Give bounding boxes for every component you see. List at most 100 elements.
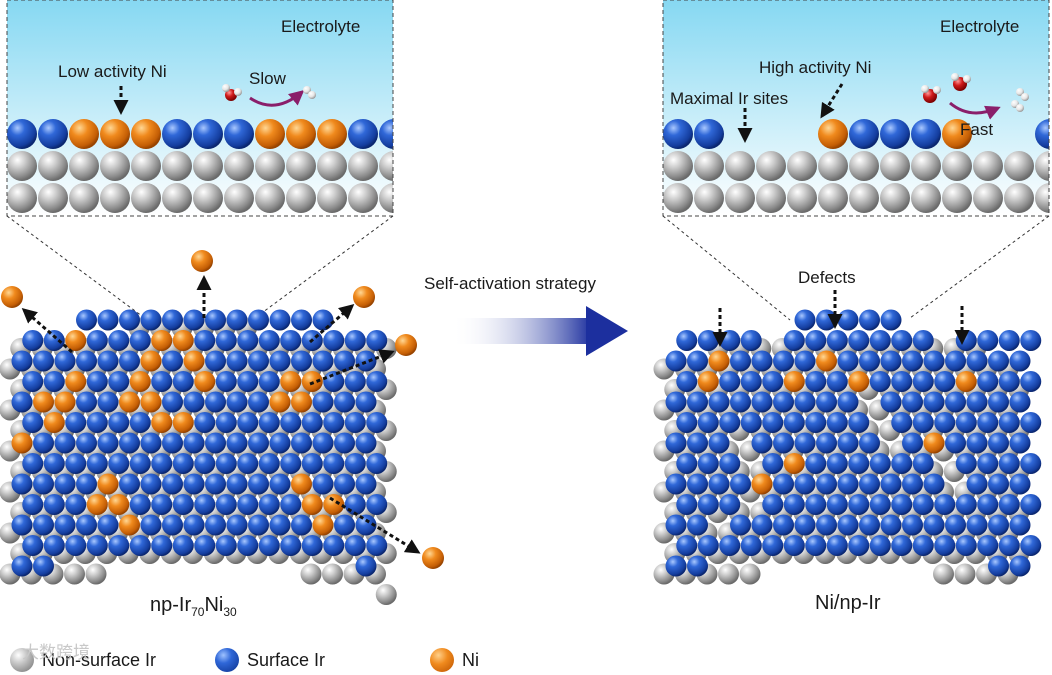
surface-ir-atom bbox=[366, 330, 388, 351]
surface-ir-atom bbox=[97, 350, 119, 372]
surface-ir-atom bbox=[665, 391, 687, 413]
surface-ir-atom bbox=[837, 514, 859, 536]
non-surface-ir-atom bbox=[694, 151, 724, 181]
surface-ir-atom bbox=[205, 514, 226, 536]
ni-atom bbox=[816, 350, 837, 372]
surface-ir-atom bbox=[697, 494, 719, 515]
surface-ir-atom bbox=[988, 555, 1009, 577]
surface-ir-atom bbox=[54, 350, 76, 372]
non-surface-ir-atom bbox=[787, 151, 817, 181]
surface-ir-atom bbox=[280, 330, 302, 351]
surface-ir-atom bbox=[740, 412, 762, 433]
ni-atom bbox=[140, 350, 162, 372]
surface-ir-atom bbox=[837, 309, 859, 331]
surface-ir-atom bbox=[762, 494, 784, 515]
surface-ir-atom bbox=[966, 514, 988, 536]
leached-ni-atom bbox=[353, 286, 375, 308]
surface-ir-atom bbox=[783, 330, 805, 351]
surface-ir-atom bbox=[740, 330, 762, 351]
surface-ir-atom bbox=[140, 473, 162, 495]
surface-ir-atom bbox=[837, 473, 859, 495]
surface-ir-atom bbox=[988, 514, 1009, 536]
surface-ir-atom bbox=[258, 330, 280, 351]
surface-ir-atom bbox=[280, 453, 302, 474]
surface-ir-atom bbox=[773, 473, 794, 495]
surface-ir-atom bbox=[97, 432, 119, 454]
surface-ir-atom bbox=[912, 494, 934, 515]
surface-ir-atom bbox=[76, 473, 97, 495]
surface-ir-atom bbox=[977, 330, 999, 351]
surface-ir-atom bbox=[65, 535, 87, 556]
non-surface-ir-atom bbox=[911, 183, 941, 213]
surface-ir-atom bbox=[65, 412, 87, 433]
non-surface-ir-atom bbox=[942, 183, 972, 213]
surface-ir-atom bbox=[43, 494, 65, 515]
ni-atom bbox=[194, 371, 216, 392]
surface-ir-atom bbox=[945, 350, 966, 372]
surface-ir-atom bbox=[955, 535, 977, 556]
surface-ir-atom bbox=[140, 514, 162, 536]
surface-ir-atom bbox=[665, 473, 687, 495]
surface-ir-atom bbox=[129, 535, 151, 556]
ni-atom bbox=[65, 330, 87, 351]
ni-atom bbox=[131, 119, 161, 149]
surface-ir-atom bbox=[258, 412, 280, 433]
surface-ir-atom bbox=[301, 412, 323, 433]
surface-ir-atom bbox=[773, 432, 794, 454]
non-surface-ir-atom bbox=[131, 151, 161, 181]
surface-ir-atom bbox=[86, 535, 108, 556]
surface-ir-atom bbox=[934, 412, 956, 433]
ni-atom bbox=[323, 494, 345, 515]
right-particle-caption: Ni/np-Ir bbox=[815, 592, 881, 614]
non-surface-ir-atom bbox=[85, 563, 107, 585]
surface-ir-atom bbox=[76, 432, 97, 454]
surface-ir-atom bbox=[826, 330, 848, 351]
non-surface-ir-atom bbox=[38, 151, 68, 181]
molecule-atom bbox=[1021, 93, 1029, 101]
surface-ir-atom bbox=[1009, 350, 1031, 372]
surface-ir-atom bbox=[740, 535, 762, 556]
ni-atom bbox=[151, 412, 173, 433]
orange-sphere-icon bbox=[430, 648, 454, 672]
non-surface-ir-atom bbox=[224, 183, 254, 213]
non-surface-ir-atom bbox=[818, 183, 848, 213]
surface-ir-atom bbox=[663, 119, 693, 149]
surface-ir-atom bbox=[966, 432, 988, 454]
surface-ir-atom bbox=[859, 432, 880, 454]
surface-ir-atom bbox=[224, 119, 254, 149]
non-surface-ir-atom bbox=[818, 151, 848, 181]
surface-ir-atom bbox=[151, 535, 173, 556]
surface-ir-atom bbox=[140, 309, 162, 331]
surface-ir-atom bbox=[348, 119, 378, 149]
surface-ir-atom bbox=[355, 514, 377, 536]
ni-atom bbox=[301, 494, 323, 515]
surface-ir-atom bbox=[248, 391, 269, 413]
non-surface-ir-atom bbox=[1035, 183, 1049, 213]
slow-reaction-arrow bbox=[249, 90, 305, 107]
non-surface-ir-atom bbox=[942, 151, 972, 181]
ni-atom bbox=[955, 371, 977, 392]
surface-ir-atom bbox=[269, 350, 291, 372]
surface-ir-atom bbox=[869, 494, 891, 515]
surface-ir-atom bbox=[237, 535, 259, 556]
surface-ir-atom bbox=[859, 309, 880, 331]
surface-ir-atom bbox=[355, 473, 377, 495]
non-surface-ir-atom bbox=[849, 151, 879, 181]
surface-ir-atom bbox=[215, 494, 237, 515]
surface-ir-atom bbox=[848, 494, 870, 515]
surface-ir-atom bbox=[323, 330, 345, 351]
non-surface-ir-atom bbox=[317, 183, 347, 213]
surface-ir-atom bbox=[355, 350, 377, 372]
surface-ir-atom bbox=[805, 330, 827, 351]
surface-ir-atom bbox=[934, 371, 956, 392]
surface-ir-atom bbox=[129, 453, 151, 474]
legend-non-surface-ir: Non-surface Ir bbox=[10, 648, 156, 672]
surface-ir-atom bbox=[923, 391, 945, 413]
non-surface-ir-atom bbox=[379, 151, 393, 181]
surface-ir-atom bbox=[194, 453, 216, 474]
non-surface-ir-atom bbox=[286, 151, 316, 181]
non-surface-ir-atom bbox=[933, 563, 954, 585]
right-electrolyte-label: Electrolyte bbox=[940, 17, 1020, 36]
surface-ir-atom bbox=[334, 391, 355, 413]
surface-ir-atom bbox=[301, 535, 323, 556]
